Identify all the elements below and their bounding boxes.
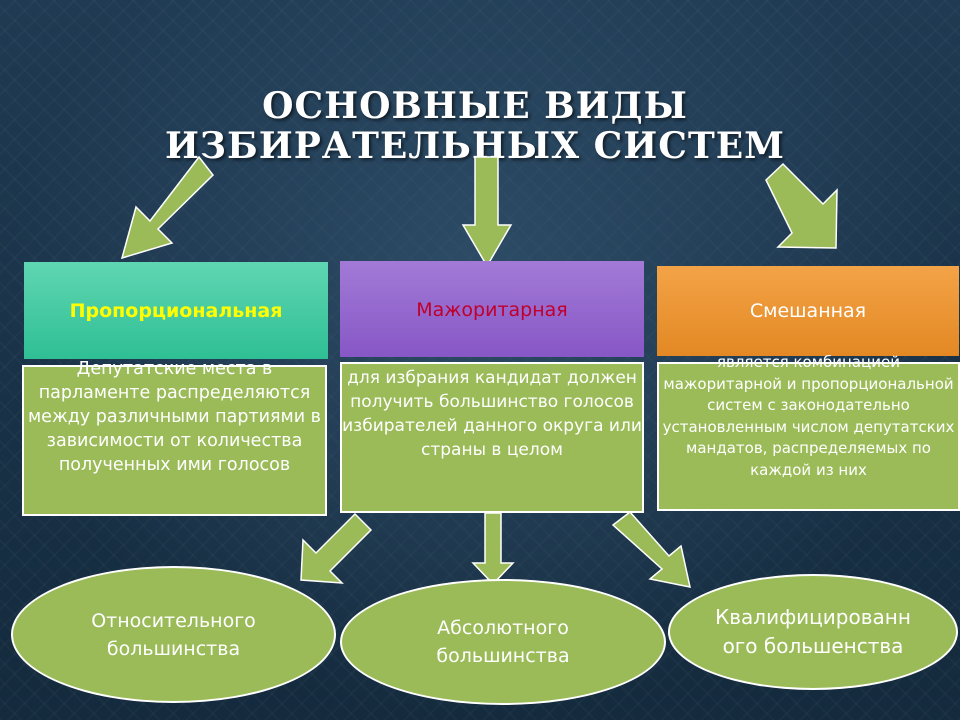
- mixed-description: является комбинацией мажоритарной и проп…: [657, 353, 960, 511]
- absolute-majority-oval: Абсолютного большинства: [340, 579, 666, 705]
- arrow-to-qualified-majority: [611, 510, 691, 588]
- arrow-to-absolute-majority: [471, 512, 515, 586]
- mixed-header: Смешанная: [657, 266, 959, 356]
- relative-majority-oval: Относительного большинства: [11, 566, 336, 703]
- proportional-header: Пропорциональная: [24, 262, 328, 359]
- arrow-to-majoritarian: [461, 156, 513, 268]
- majoritarian-description: для избрания кандидат должен получить бо…: [340, 362, 644, 513]
- qualified-majority-label: Квалифицированного большенства: [715, 605, 911, 658]
- mixed-description-text: является комбинацией мажоритарной и проп…: [662, 353, 955, 479]
- arrow-to-proportional: [120, 155, 215, 260]
- proportional-description-text: Депутатские места в парламенте распредел…: [27, 359, 321, 475]
- majoritarian-header: Мажоритарная: [340, 261, 644, 357]
- majoritarian-description-text: для избрания кандидат должен получить бо…: [342, 368, 642, 460]
- arrow-to-mixed: [765, 162, 838, 249]
- arrow-to-relative-majority: [300, 512, 373, 584]
- absolute-majority-label: Абсолютного большинства: [436, 617, 570, 667]
- page-title: ОСНОВНЫЕ ВИДЫ ИЗБИРАТЕЛЬНЫХ СИСТЕМ: [164, 85, 786, 167]
- relative-majority-label: Относительного большинства: [91, 609, 256, 660]
- qualified-majority-oval: Квалифицированного большенства: [668, 574, 958, 690]
- proportional-description: Депутатские места в парламенте распредел…: [22, 359, 327, 516]
